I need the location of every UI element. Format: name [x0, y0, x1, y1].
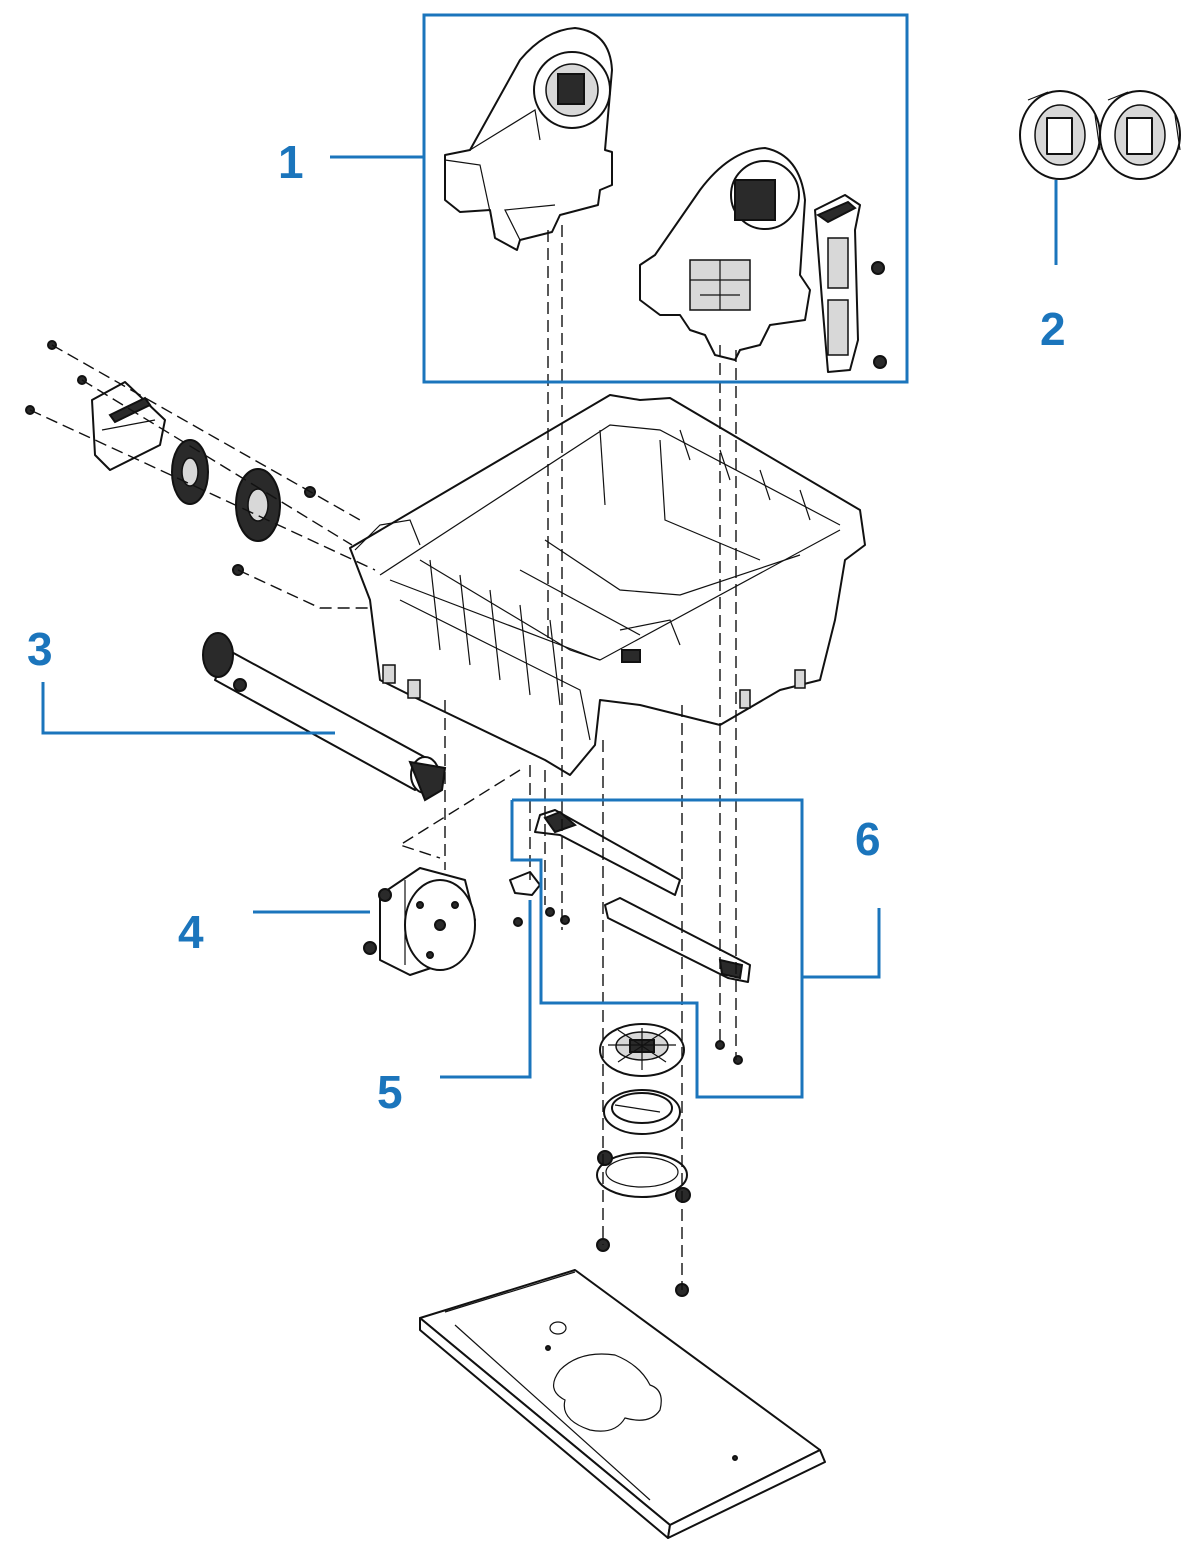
part-stepper-motor	[363, 867, 476, 976]
callout-label-5: 5	[377, 1066, 403, 1118]
part-sensor	[509, 871, 555, 927]
callout-group-1: 1	[278, 13, 909, 384]
part-gear-bracket-assembly	[25, 340, 316, 576]
callout-leader-6	[802, 908, 881, 979]
callout-label-3: 3	[27, 623, 53, 675]
callout-group-3: 3	[27, 623, 335, 735]
part-roll-holder-left	[444, 27, 613, 251]
callout-label-1: 1	[278, 136, 304, 188]
callout-group-6: 6	[510, 798, 881, 1099]
part-spacer-rings	[1019, 90, 1181, 180]
part-platen-roller	[202, 632, 447, 802]
part-main-chassis	[349, 394, 866, 776]
callout-label-2: 2	[1040, 303, 1066, 355]
callout-label-6: 6	[855, 813, 881, 865]
part-base-plate	[419, 1269, 826, 1539]
callout-group-2: 2	[1040, 180, 1066, 355]
callout-leader-5	[440, 900, 532, 1079]
callout-box-1	[422, 13, 909, 384]
assembly-guide-lines	[29, 225, 737, 1290]
callout-group-4: 4	[178, 906, 370, 958]
part-sensor-rails	[534, 809, 751, 1065]
part-roll-holder-right	[639, 147, 887, 373]
part-spindle-assembly	[596, 1023, 691, 1297]
callout-box-6	[510, 798, 804, 1099]
callout-label-4: 4	[178, 906, 204, 958]
callout-group-5: 5	[377, 900, 532, 1118]
callout-leader-3	[41, 682, 335, 735]
